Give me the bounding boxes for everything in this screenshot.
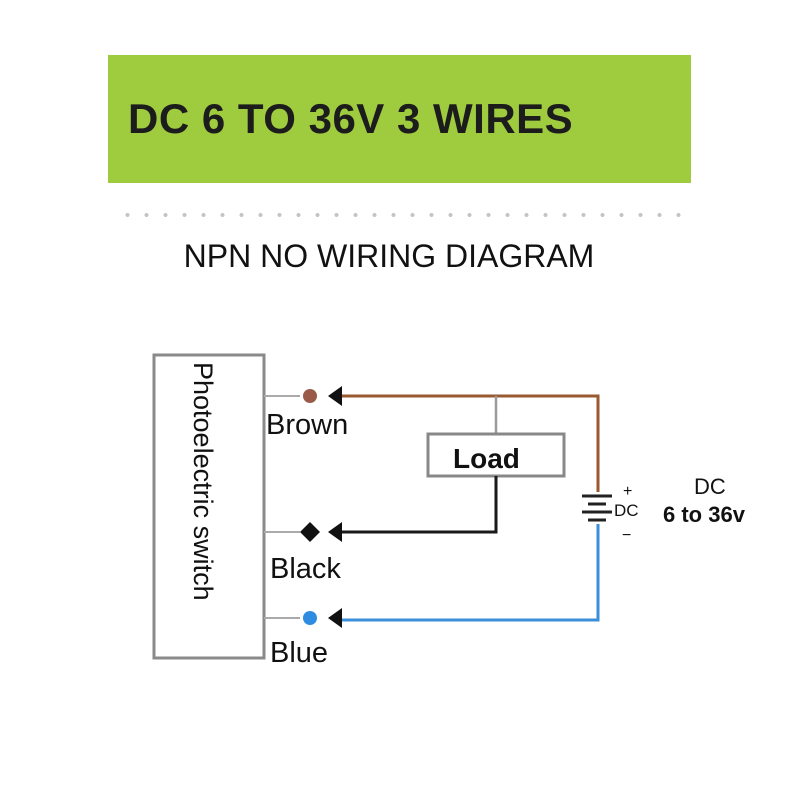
dc-supply-icon (582, 494, 612, 522)
photoelectric-switch-box (152, 353, 266, 660)
supply-minus-sign: − (622, 527, 631, 544)
black-arrow-icon (328, 522, 342, 542)
supply-label-line2: 6 to 36v (663, 502, 746, 527)
brown-arrow-icon (328, 386, 342, 406)
photoelectric-switch-label: Photoelectric switch (188, 362, 218, 601)
brown-wire-label: Brown (266, 409, 348, 441)
diagram-subtitle: NPN NO WIRING DIAGRAM (183, 238, 595, 274)
blue-wire-label: Blue (270, 637, 328, 669)
blue-arrow-icon (328, 608, 342, 628)
load-label: Load (453, 443, 520, 474)
dotted-divider (118, 212, 693, 218)
brown-wire (342, 394, 600, 492)
supply-label-line1: DC (694, 474, 726, 499)
banner-title: DC 6 TO 36V 3 WIRES (128, 95, 574, 142)
black-wire (342, 476, 498, 534)
supply-plus-sign: + (623, 483, 632, 500)
brown-terminal-dot (303, 389, 317, 403)
blue-wire (342, 524, 600, 622)
blue-terminal-dot (303, 611, 317, 625)
title-banner: DC 6 TO 36V 3 WIRES (108, 55, 691, 183)
black-terminal-diamond (300, 522, 320, 542)
black-wire-label: Black (270, 553, 341, 585)
supply-dc-symbol-text: DC (614, 501, 639, 520)
